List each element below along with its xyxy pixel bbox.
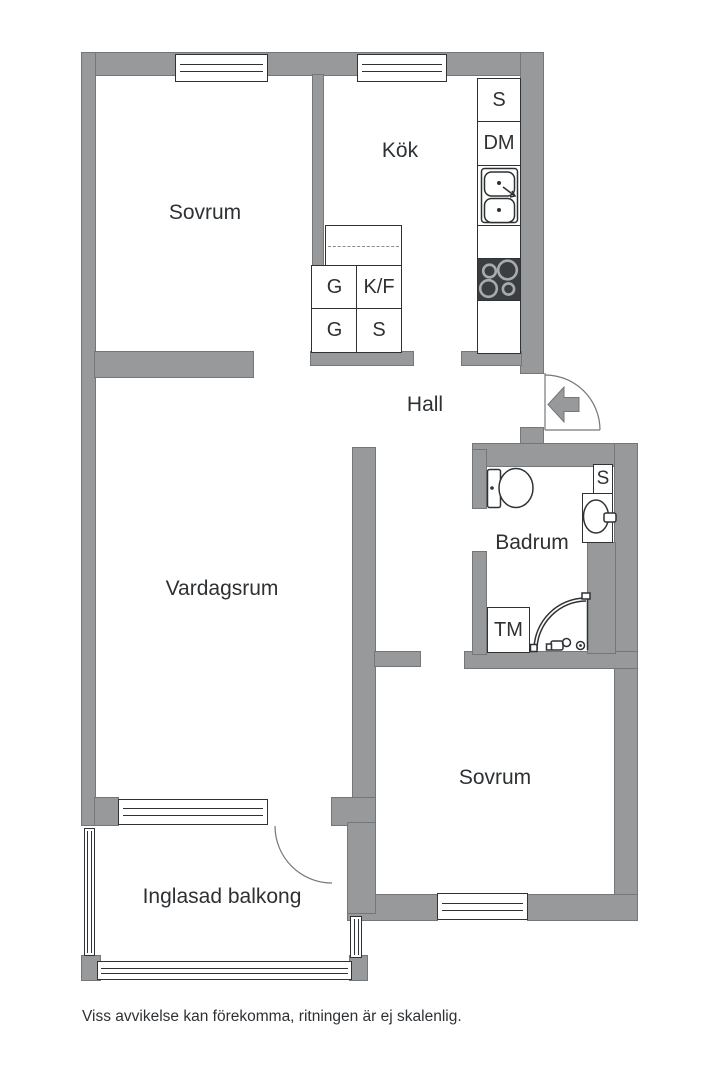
toilet-button xyxy=(490,486,494,490)
wall-bathroom-left-upper xyxy=(473,450,486,508)
balcony-glazing-left xyxy=(84,828,95,956)
burner-large xyxy=(496,259,519,281)
wall-bedroom2-top-stub xyxy=(375,652,420,666)
shower-head xyxy=(561,637,572,648)
glazing-lines xyxy=(353,919,359,955)
fridge-freezer-label: K/F xyxy=(363,275,395,298)
balcony-glazing-bottom xyxy=(97,961,352,980)
bathroom-faucet-icon xyxy=(603,512,617,523)
room-label-bedroom2: Sovrum xyxy=(458,766,532,789)
balcony-glazing-right xyxy=(350,916,362,958)
room-label-bathroom: Badrum xyxy=(495,531,569,554)
wall-balcony-left-arm xyxy=(95,798,118,825)
room-label-hall: Hall xyxy=(406,393,444,416)
room-label-kitchen: Kök xyxy=(381,139,419,162)
burner-small xyxy=(481,263,498,279)
dishwasher: DM xyxy=(477,121,521,166)
wall-bathroom-bottom xyxy=(465,652,637,668)
window-glass xyxy=(180,64,263,72)
glazing-lines xyxy=(87,831,92,953)
wall-outer-left xyxy=(82,53,95,825)
window-living-balcony xyxy=(118,799,268,825)
room-label-bedroom1: Sovrum xyxy=(168,201,242,224)
cabinet-label: S xyxy=(596,468,610,489)
kitchen-tall-cabinet: S xyxy=(477,78,521,122)
dishwasher-label: DM xyxy=(483,132,515,154)
wall-bedroom1-kitchen-divider xyxy=(313,75,323,265)
window-bedroom1 xyxy=(175,54,268,82)
shower-door-inner xyxy=(536,600,587,651)
fridge-freezer: K/F xyxy=(356,265,402,309)
entrance-arrow-icon xyxy=(547,385,580,424)
cabinet-label: S xyxy=(372,319,386,341)
wall-bathroom-top xyxy=(473,444,637,466)
wall-bathroom-left-lower xyxy=(473,552,486,654)
wall-balcony-corner-br xyxy=(350,956,367,980)
shower-drain-dot xyxy=(579,644,582,647)
wall-kitchen-bottom-right xyxy=(462,352,521,365)
window-glass xyxy=(442,902,523,911)
wall-outer-right-lower xyxy=(615,444,637,920)
kitchen-counter-dashed xyxy=(325,225,402,266)
window-kitchen xyxy=(357,54,447,82)
room-label-living-room: Vardagsrum xyxy=(165,577,279,600)
wall-kitchen-bottom-left xyxy=(311,352,413,365)
window-glass xyxy=(123,808,263,816)
washing-machine: TM xyxy=(487,607,530,653)
cabinet-label: S xyxy=(492,88,506,111)
entrance-door-swing-arc xyxy=(544,374,601,431)
shower-control xyxy=(545,643,553,651)
shower-mixer xyxy=(550,640,564,651)
burner-small xyxy=(501,282,516,296)
kitchen-counter-2 xyxy=(477,300,521,354)
shower-door-outer xyxy=(533,597,587,651)
wall-balcony-corner-bl xyxy=(82,956,100,980)
room-label-balcony: Inglasad balkong xyxy=(142,885,302,908)
wardrobe-2: G xyxy=(311,308,358,353)
wall-bedroom2-bottom-right xyxy=(528,895,637,920)
sink-drain xyxy=(497,181,501,185)
disclaimer-text: Viss avvikelse kan förekomma, ritningen … xyxy=(82,1008,462,1025)
wall-outer-right-upper xyxy=(521,53,543,373)
toilet-bowl xyxy=(498,467,534,509)
window-bedroom2 xyxy=(437,893,528,920)
balcony-door-swing-arc xyxy=(274,825,333,884)
glazing-lines xyxy=(101,967,348,974)
wall-balcony-bedroom2 xyxy=(348,823,375,913)
sink-drain xyxy=(497,208,501,212)
wardrobe-label: G xyxy=(326,319,343,341)
wall-bedroom1-bottom xyxy=(95,352,253,377)
wardrobe-label: G xyxy=(326,275,343,298)
shower-drain xyxy=(575,640,586,651)
wall-balcony-right-piece xyxy=(332,798,375,825)
wall-living-hall-divider xyxy=(353,448,375,913)
window-glass xyxy=(362,64,442,72)
burner-large xyxy=(478,278,499,299)
bathroom-cabinet: S xyxy=(593,464,613,494)
wall-bathroom-niche-block xyxy=(588,543,615,653)
washing-machine-label: TM xyxy=(494,618,523,641)
shower-door-handle xyxy=(529,643,538,653)
shower-door-handle xyxy=(581,592,591,600)
kitchen-cabinet: S xyxy=(356,308,402,353)
dashed-line xyxy=(328,245,399,247)
kitchen-faucet-icon xyxy=(502,186,517,198)
